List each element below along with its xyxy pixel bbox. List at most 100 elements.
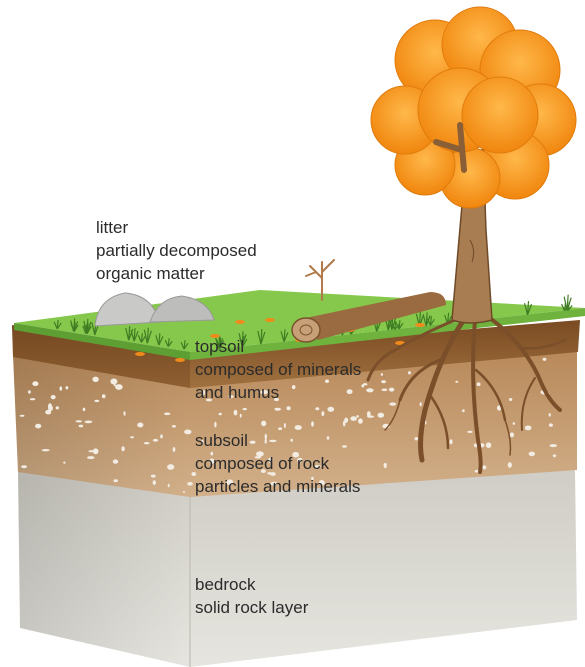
pebble (367, 415, 374, 417)
topsoil-description-1: composed of minerals (195, 358, 361, 381)
pebble (28, 390, 31, 393)
bedrock-layer (18, 470, 577, 667)
pebble (164, 413, 170, 416)
pebble (184, 430, 191, 435)
subsoil-description-1: composed of rock (195, 452, 360, 475)
pebble (384, 463, 387, 468)
pebble (153, 439, 158, 442)
pebble (113, 479, 118, 482)
pebble (83, 408, 86, 412)
topsoil-name: topsoil (195, 335, 361, 358)
pebble (508, 462, 512, 468)
pebble (21, 465, 27, 468)
pebble (66, 386, 69, 389)
pebble (261, 421, 266, 427)
pebble (79, 425, 84, 428)
pebble (219, 413, 222, 416)
pebble (467, 431, 472, 433)
pebble (550, 444, 558, 447)
bedrock-name: bedrock (195, 573, 308, 596)
pebble (115, 384, 123, 390)
pebble (449, 439, 452, 444)
pebble (20, 415, 25, 417)
pebble (94, 400, 99, 402)
pebble (529, 452, 535, 457)
topsoil-description-2: and humus (195, 381, 361, 404)
pebble (76, 420, 83, 422)
litter-label: litter partially decomposed organic matt… (96, 216, 257, 285)
pebble (408, 371, 411, 374)
pebble (234, 410, 238, 416)
pebble (243, 408, 247, 410)
litter-name: litter (96, 216, 257, 239)
pebble (286, 406, 290, 410)
pebble (102, 394, 106, 398)
pebble (315, 407, 319, 410)
pebble (187, 482, 193, 486)
pebble (553, 454, 556, 457)
pebble (525, 426, 532, 431)
pebble (113, 459, 118, 463)
pebble (513, 422, 516, 425)
pebble (173, 447, 176, 452)
pebble (455, 381, 458, 383)
topsoil-label: topsoil composed of minerals and humus (195, 335, 361, 404)
tree-foliage (371, 7, 576, 208)
pebble (389, 402, 396, 405)
subsoil-label: subsoil composed of rock particles and m… (195, 429, 360, 498)
pebble (214, 422, 216, 428)
pebble (167, 464, 174, 470)
pebble (509, 398, 512, 401)
pebble (343, 421, 346, 427)
pebble (172, 425, 176, 428)
pebble (543, 358, 547, 361)
pebble (415, 437, 419, 440)
pebble (274, 408, 281, 411)
pebble (350, 416, 357, 421)
litter-description-1: partially decomposed (96, 239, 257, 262)
pebble (168, 484, 170, 487)
bedrock-label: bedrock solid rock layer (195, 573, 308, 619)
pebble (366, 388, 373, 392)
pebble (378, 413, 385, 418)
pebble (32, 381, 38, 386)
pebble (321, 411, 324, 416)
pebble (87, 456, 94, 459)
pebble (153, 480, 156, 485)
pebble (510, 432, 514, 437)
pebble (92, 377, 98, 382)
pebble (362, 384, 365, 387)
pebble (123, 411, 125, 415)
pebble (121, 446, 124, 451)
bedrock-description-1: solid rock layer (195, 596, 308, 619)
pebble (51, 395, 56, 399)
pebble (85, 421, 93, 424)
pebble (381, 380, 386, 383)
pebble (48, 403, 52, 409)
pebble (137, 423, 143, 428)
pebble (144, 442, 150, 444)
subsoil-description-2: particles and minerals (195, 475, 360, 498)
pebble (93, 448, 99, 454)
rocks-icon (95, 293, 214, 326)
pebble (30, 398, 36, 400)
litter-description-2: organic matter (96, 262, 257, 285)
pebble (42, 449, 50, 451)
pebble (63, 462, 65, 464)
pebble (389, 388, 394, 392)
pebble (130, 436, 134, 438)
pebble (327, 407, 334, 412)
pebble (549, 413, 551, 417)
pebble (477, 382, 481, 386)
subsoil-name: subsoil (195, 429, 360, 452)
pebble (56, 406, 59, 409)
pebble (420, 402, 422, 406)
pebble (183, 491, 185, 493)
pebble (356, 415, 359, 418)
pebble (381, 389, 387, 392)
pebble (110, 379, 117, 385)
pebble (151, 475, 156, 478)
pebble (482, 465, 486, 469)
pebble (311, 421, 314, 427)
